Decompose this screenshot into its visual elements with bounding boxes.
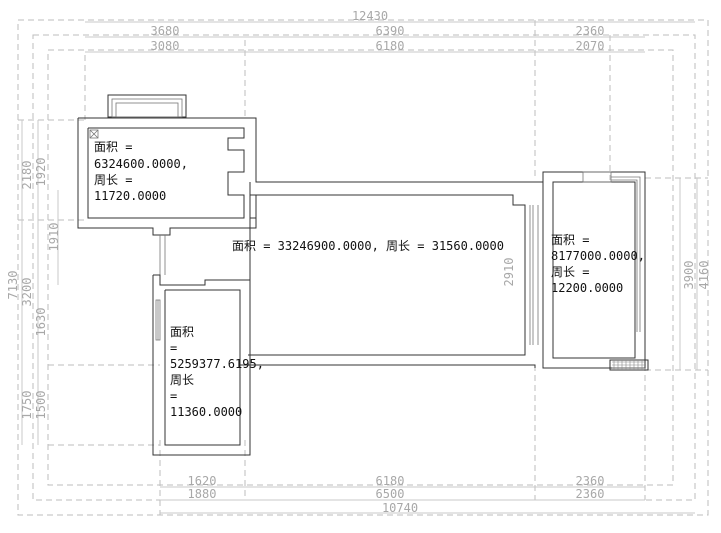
dim-top-row1-b: 6390 [376, 24, 405, 38]
room3-area-label: 面积 = [551, 233, 590, 247]
dim-top-row2-a: 3080 [151, 39, 180, 53]
dim-bottom-row1-a: 1620 [188, 474, 217, 488]
room1-perimeter-value: 11720.0000 [94, 189, 167, 203]
room3-perimeter-value: 12200.0000 [551, 281, 624, 295]
dim-left-a-3: 1750 [20, 391, 34, 420]
dim-left-c: 1910 [47, 223, 61, 252]
room2-area-perimeter: 面积 = 33246900.0000, 周长 = 31560.0000 [232, 239, 504, 253]
room3-area-value: 8177000.0000, [551, 249, 645, 263]
room4-equals-2: = [170, 389, 178, 403]
room4-perimeter-value: 11360.0000 [170, 405, 243, 419]
dim-left-b-1: 1920 [34, 158, 48, 187]
room3-perimeter-label: 周长 = [551, 265, 590, 279]
dim-bottom-total: 10740 [382, 501, 418, 515]
walls [77, 94, 649, 456]
dim-left-total: 7130 [6, 271, 20, 300]
dim-left-b-2: 1630 [34, 308, 48, 337]
dim-bottom-row2-b: 6500 [376, 487, 405, 501]
room4-perimeter-label: 周长 [170, 373, 195, 387]
dim-bottom-row2-c: 2360 [576, 487, 605, 501]
room1-area-label: 面积 = [94, 140, 133, 154]
dimension-labels: 12430 3680 6390 2360 3080 6180 2070 1620… [6, 9, 711, 515]
dim-right-a: 3900 [682, 261, 696, 290]
dim-top-row2-b: 6180 [376, 39, 405, 53]
dim-left-a-1: 2180 [20, 161, 34, 190]
dim-top-row2-c: 2070 [576, 39, 605, 53]
room1-area-value: 6324600.0000, [94, 157, 188, 171]
dim-top-total: 12430 [352, 9, 388, 23]
dim-top-row1-a: 3680 [151, 24, 180, 38]
room4-area-value: 5259377.6195, [170, 357, 264, 371]
dim-bottom-row1-b: 6180 [376, 474, 405, 488]
room4-equals-1: = [170, 341, 178, 355]
dim-right-b: 4160 [697, 261, 711, 290]
dimension-frames [17, 19, 709, 516]
dim-bottom-row1-c: 2360 [576, 474, 605, 488]
dim-bottom-row2-a: 1880 [188, 487, 217, 501]
room4-area-label: 面积 [170, 325, 195, 339]
room1-perimeter-label: 周长 = [94, 173, 133, 187]
dim-top-row1-c: 2360 [576, 24, 605, 38]
dim-left-b-3: 1500 [34, 391, 48, 420]
dim-left-a-2: 3200 [20, 278, 34, 307]
dimension-lines [21, 21, 698, 514]
dim-inner: 2910 [502, 258, 516, 287]
